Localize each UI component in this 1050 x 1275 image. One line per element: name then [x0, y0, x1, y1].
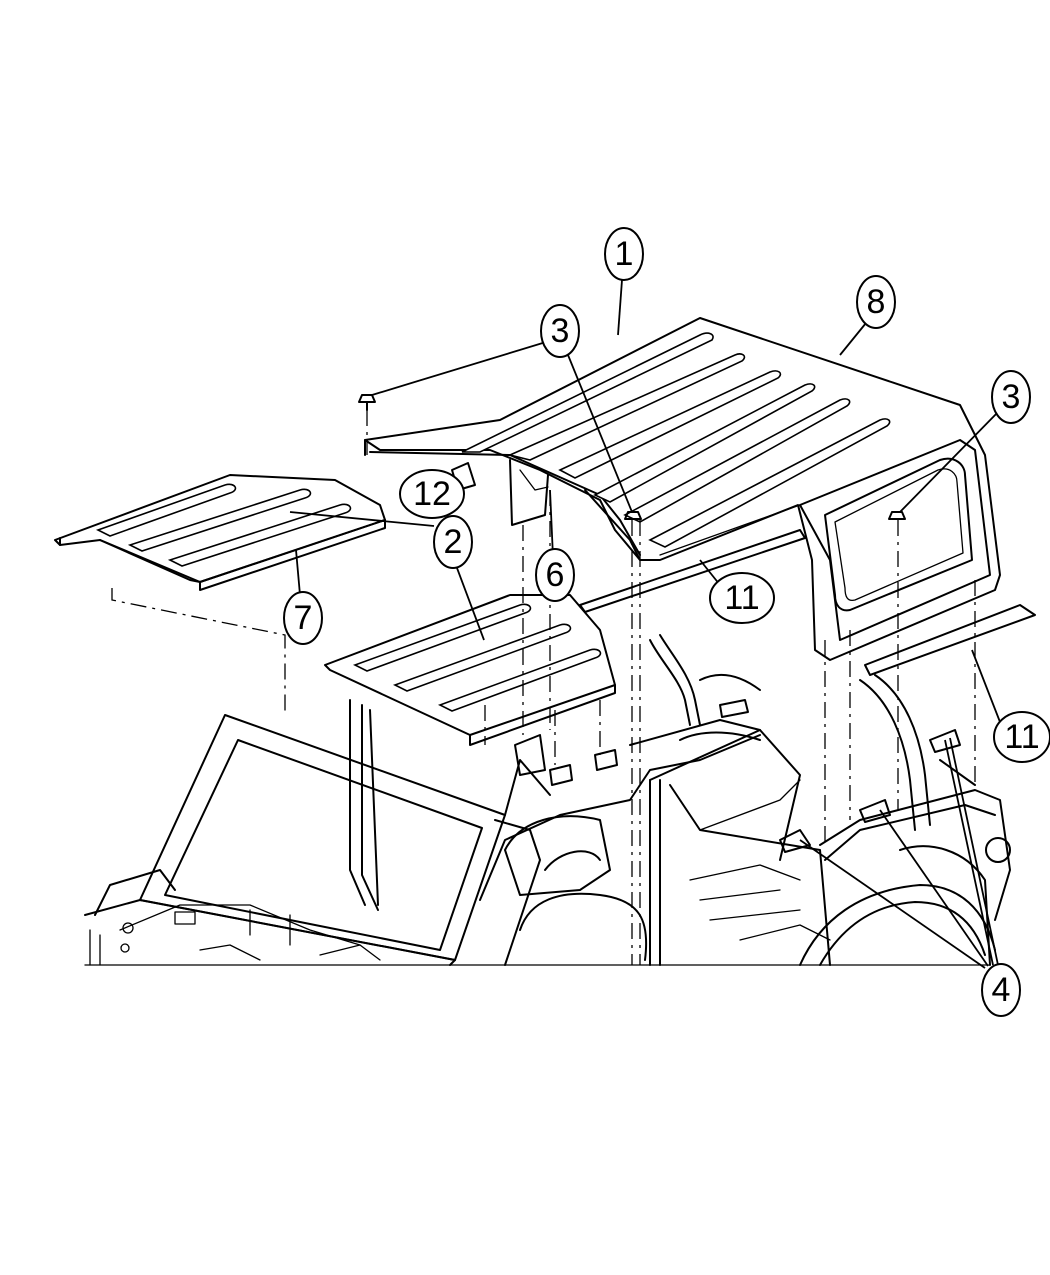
callout-6: 6	[535, 548, 575, 602]
callouts: 1 8 3 3 12 2 2 6	[283, 227, 1050, 1017]
alignment-lines	[111, 410, 976, 965]
svg-text:3: 3	[551, 312, 570, 350]
freedom-panel-lower	[324, 594, 616, 746]
hardtop-assembly	[364, 317, 1001, 661]
svg-text:11: 11	[1004, 718, 1039, 756]
callout-11-left: 11	[709, 572, 775, 624]
weatherstrip-left	[579, 529, 806, 613]
fasteners	[358, 394, 906, 520]
svg-text:1: 1	[615, 235, 634, 273]
svg-text:2: 2	[444, 523, 463, 561]
callout-12: 12	[399, 469, 465, 519]
vehicle-body	[84, 634, 1011, 966]
svg-text:8: 8	[867, 283, 886, 321]
svg-text:3: 3	[1002, 378, 1021, 416]
hinge-brackets	[514, 699, 961, 853]
weatherstrip-right	[864, 604, 1036, 676]
freedom-panel-upper	[54, 474, 386, 591]
callout-3-right: 3	[991, 370, 1031, 424]
callout-8: 8	[856, 275, 896, 329]
svg-text:7: 7	[294, 599, 313, 637]
svg-text:6: 6	[546, 556, 565, 594]
callout-4: 4	[981, 963, 1021, 1017]
callout-2-upper: 2	[433, 515, 473, 569]
callout-3-left: 3	[540, 304, 580, 358]
svg-text:12: 12	[413, 475, 451, 513]
callout-1: 1	[604, 227, 644, 281]
callout-7: 7	[283, 591, 323, 645]
svg-text:11: 11	[724, 579, 759, 617]
callout-11-right: 11	[993, 711, 1050, 763]
svg-text:4: 4	[992, 971, 1011, 1009]
